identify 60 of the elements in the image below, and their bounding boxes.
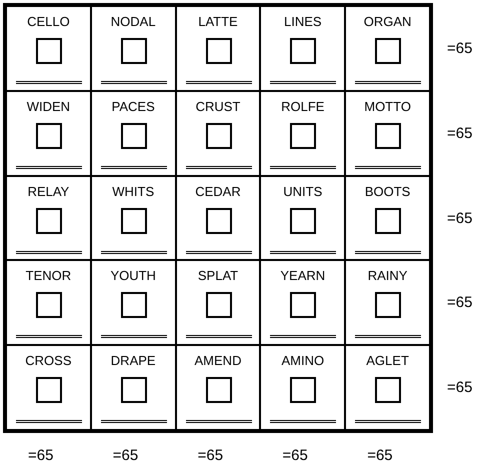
- sum-label: =65: [447, 379, 472, 396]
- word-label: CRUST: [194, 98, 242, 114]
- sum-label: =65: [447, 40, 472, 57]
- sum-label: =65: [367, 447, 393, 464]
- word-label: SPLAT: [196, 268, 240, 284]
- grid-cell: [90, 260, 176, 346]
- word-label: MOTTO: [363, 98, 412, 114]
- grid-cell: [260, 345, 346, 430]
- grid-cell: [345, 176, 430, 260]
- word-label: ORGAN: [362, 14, 412, 29]
- word-label: AMINO: [280, 353, 326, 368]
- grid-cell: [176, 345, 260, 430]
- grid-cell: [6, 176, 91, 260]
- grid-cell: [90, 176, 176, 260]
- grid-cell: [90, 345, 176, 430]
- grid-cell: [6, 260, 91, 346]
- grid-cell: [260, 176, 346, 260]
- word-label: YEARN: [279, 268, 326, 284]
- grid-cell: [90, 6, 176, 91]
- word-label: UNITS: [282, 184, 324, 199]
- word-label: LINES: [283, 14, 323, 29]
- grid-cell: [260, 90, 346, 176]
- grid-cell: [345, 6, 430, 91]
- word-label: WIDEN: [26, 98, 72, 114]
- sum-label: =65: [28, 447, 54, 464]
- grid-cell: [260, 260, 346, 346]
- sum-label: =65: [447, 124, 472, 142]
- grid-cell: [345, 90, 430, 176]
- word-label: AGLET: [365, 353, 410, 368]
- word-label: CEDAR: [194, 184, 242, 199]
- grid-cell: [260, 6, 346, 91]
- word-label: WHITS: [111, 184, 156, 199]
- grid-cell: [6, 90, 91, 176]
- word-label: LATTE: [197, 14, 239, 29]
- word-label: CROSS: [24, 353, 73, 368]
- word-label: NODAL: [110, 14, 157, 29]
- sum-label: =65: [112, 447, 138, 464]
- word-label: AMEND: [194, 353, 242, 368]
- grid-cell: [176, 260, 260, 346]
- grid-cell: [6, 6, 91, 91]
- grid-cell: [176, 176, 260, 260]
- word-label: RAINY: [366, 268, 408, 284]
- grid-cell: [90, 90, 176, 176]
- sum-label: =65: [447, 294, 472, 312]
- word-label: ROLFE: [280, 98, 326, 114]
- grid-cell: [6, 345, 91, 430]
- word-label: PACES: [110, 98, 156, 114]
- word-label: YOUTH: [109, 268, 157, 284]
- grid-cell: [176, 6, 260, 91]
- sum-label: =65: [198, 447, 224, 464]
- word-label: BOOTS: [364, 184, 412, 199]
- sum-label: =65: [447, 210, 472, 227]
- word-label: RELAY: [26, 184, 70, 199]
- grid-cell: [345, 345, 430, 430]
- sum-label: =65: [282, 447, 308, 464]
- grid-cell: [176, 90, 260, 176]
- word-label: CELLO: [26, 14, 71, 29]
- word-label: TENOR: [24, 268, 72, 284]
- grid-cell: [345, 260, 430, 346]
- word-label: DRAPE: [110, 353, 157, 368]
